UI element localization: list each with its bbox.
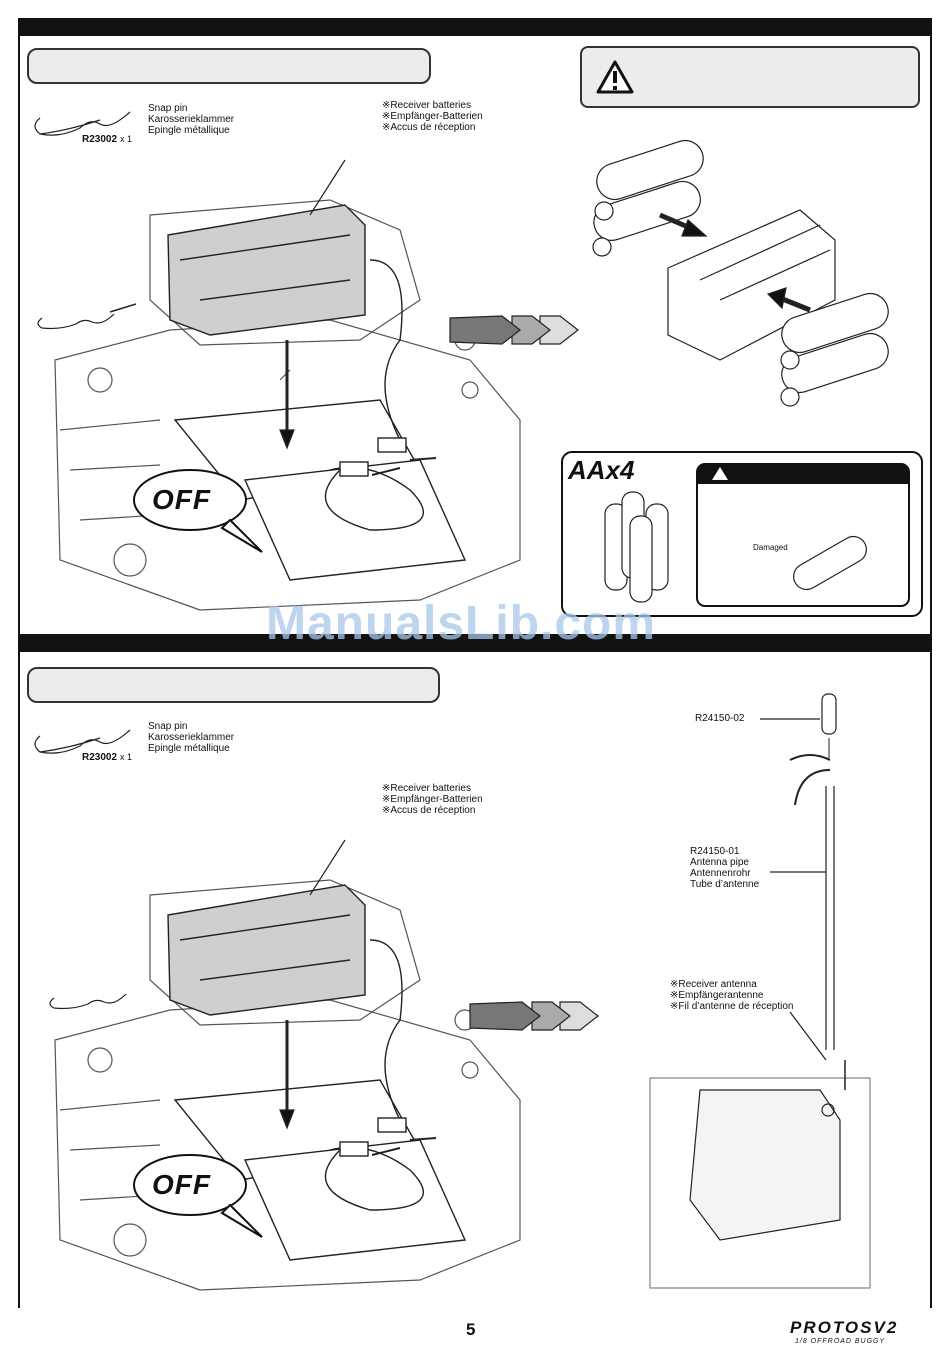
snap-pin-line: Karosserieklammer xyxy=(148,732,235,743)
step-title-box-1 xyxy=(27,48,431,84)
battery-box-1 xyxy=(167,204,467,581)
logo-name: PROTOS xyxy=(790,1318,874,1337)
damaged-battery-icon xyxy=(793,535,867,591)
middle-band xyxy=(18,634,932,652)
antenna-pipe-label: R24150-01 Antenna pipe Antennenrohr Tube… xyxy=(690,846,759,890)
receiver-batteries-line: ※Empfänger-Batterien xyxy=(382,111,483,122)
receiver-antenna-line: ※Receiver antenna xyxy=(670,979,757,990)
logo-version: V2 xyxy=(873,1318,899,1337)
receiver-batteries-label-2: ※Receiver batteries ※Empfänger-Batterien… xyxy=(382,783,483,816)
receiver-batteries-line: ※Accus de réception xyxy=(382,805,476,816)
caution-box xyxy=(580,46,920,108)
snap-pin-text-1: Snap pin Karosserieklammer Epingle métal… xyxy=(148,103,234,136)
off-label-1: OFF xyxy=(152,484,211,515)
step-title-box-2 xyxy=(27,667,440,703)
snap-pin-text-2: Snap pin Karosserieklammer Epingle métal… xyxy=(148,721,234,754)
logo-tagline: 1/8 OFFROAD BUGGY xyxy=(795,1338,886,1345)
snap-pin-icon-2 xyxy=(34,729,131,754)
snap-pin-line: Snap pin xyxy=(148,721,188,732)
antenna-pipe-line: Antennenrohr xyxy=(690,868,751,879)
snap-pin-line: Snap pin xyxy=(148,103,188,114)
receiver-batteries-line: ※Empfänger-Batterien xyxy=(382,794,483,805)
snap-pin-line: Karosserieklammer xyxy=(148,114,235,125)
receiver-batteries-line: ※Receiver batteries xyxy=(382,783,471,794)
receiver-antenna-line: ※Empfängerantenne xyxy=(670,990,764,1001)
frame-left xyxy=(18,18,20,1308)
off-bubble-1 xyxy=(133,469,247,531)
off-label-2: OFF xyxy=(152,1169,211,1200)
damaged-label: Damaged xyxy=(753,543,788,552)
frame-right xyxy=(930,18,932,1308)
antenna-cap-part: R24150-02 xyxy=(695,713,745,724)
battery-holder-diagram xyxy=(592,139,889,407)
receiver-antenna-line: ※Fil d’antenne de réception xyxy=(670,1001,794,1012)
receiver-batteries-line: ※Accus de réception xyxy=(382,122,476,133)
snap-pin-line: Epingle métallique xyxy=(148,743,230,754)
antenna-pipe-line: Antenna pipe xyxy=(690,857,749,868)
off-bubble-2 xyxy=(133,1154,247,1216)
part-number: R23002 xyxy=(82,752,118,763)
antenna-diagram xyxy=(649,693,871,1289)
watermark: ManualsLib.com xyxy=(266,597,657,650)
page-number: 5 xyxy=(466,1320,476,1339)
snap-pin-line: Epingle métallique xyxy=(148,125,230,136)
next-arrow-2 xyxy=(469,1001,599,1031)
brand-logo: PROTOSV2 xyxy=(790,1318,898,1338)
snap-pin-icon xyxy=(34,111,131,136)
antenna-pipe-line: Tube d’antenne xyxy=(690,879,760,890)
receiver-batteries-line: ※Receiver batteries xyxy=(382,100,471,111)
battery-count: AAx4 xyxy=(568,455,635,485)
battery-box-2 xyxy=(167,884,467,1261)
warning-icon-small xyxy=(712,467,728,480)
antenna-pipe-part: R24150-01 xyxy=(690,846,740,857)
part-quantity: x 1 xyxy=(120,752,133,762)
part-number: R23002 xyxy=(82,134,118,145)
part-quantity: x 1 xyxy=(120,134,133,144)
warning-icon xyxy=(596,60,634,94)
top-band xyxy=(18,18,932,36)
next-arrow-1 xyxy=(449,315,579,345)
aa-batteries-icon xyxy=(604,491,669,603)
receiver-antenna-label: ※Receiver antenna ※Empfängerantenne ※Fil… xyxy=(670,979,793,1012)
receiver-batteries-label-1: ※Receiver batteries ※Empfänger-Batterien… xyxy=(382,100,483,133)
